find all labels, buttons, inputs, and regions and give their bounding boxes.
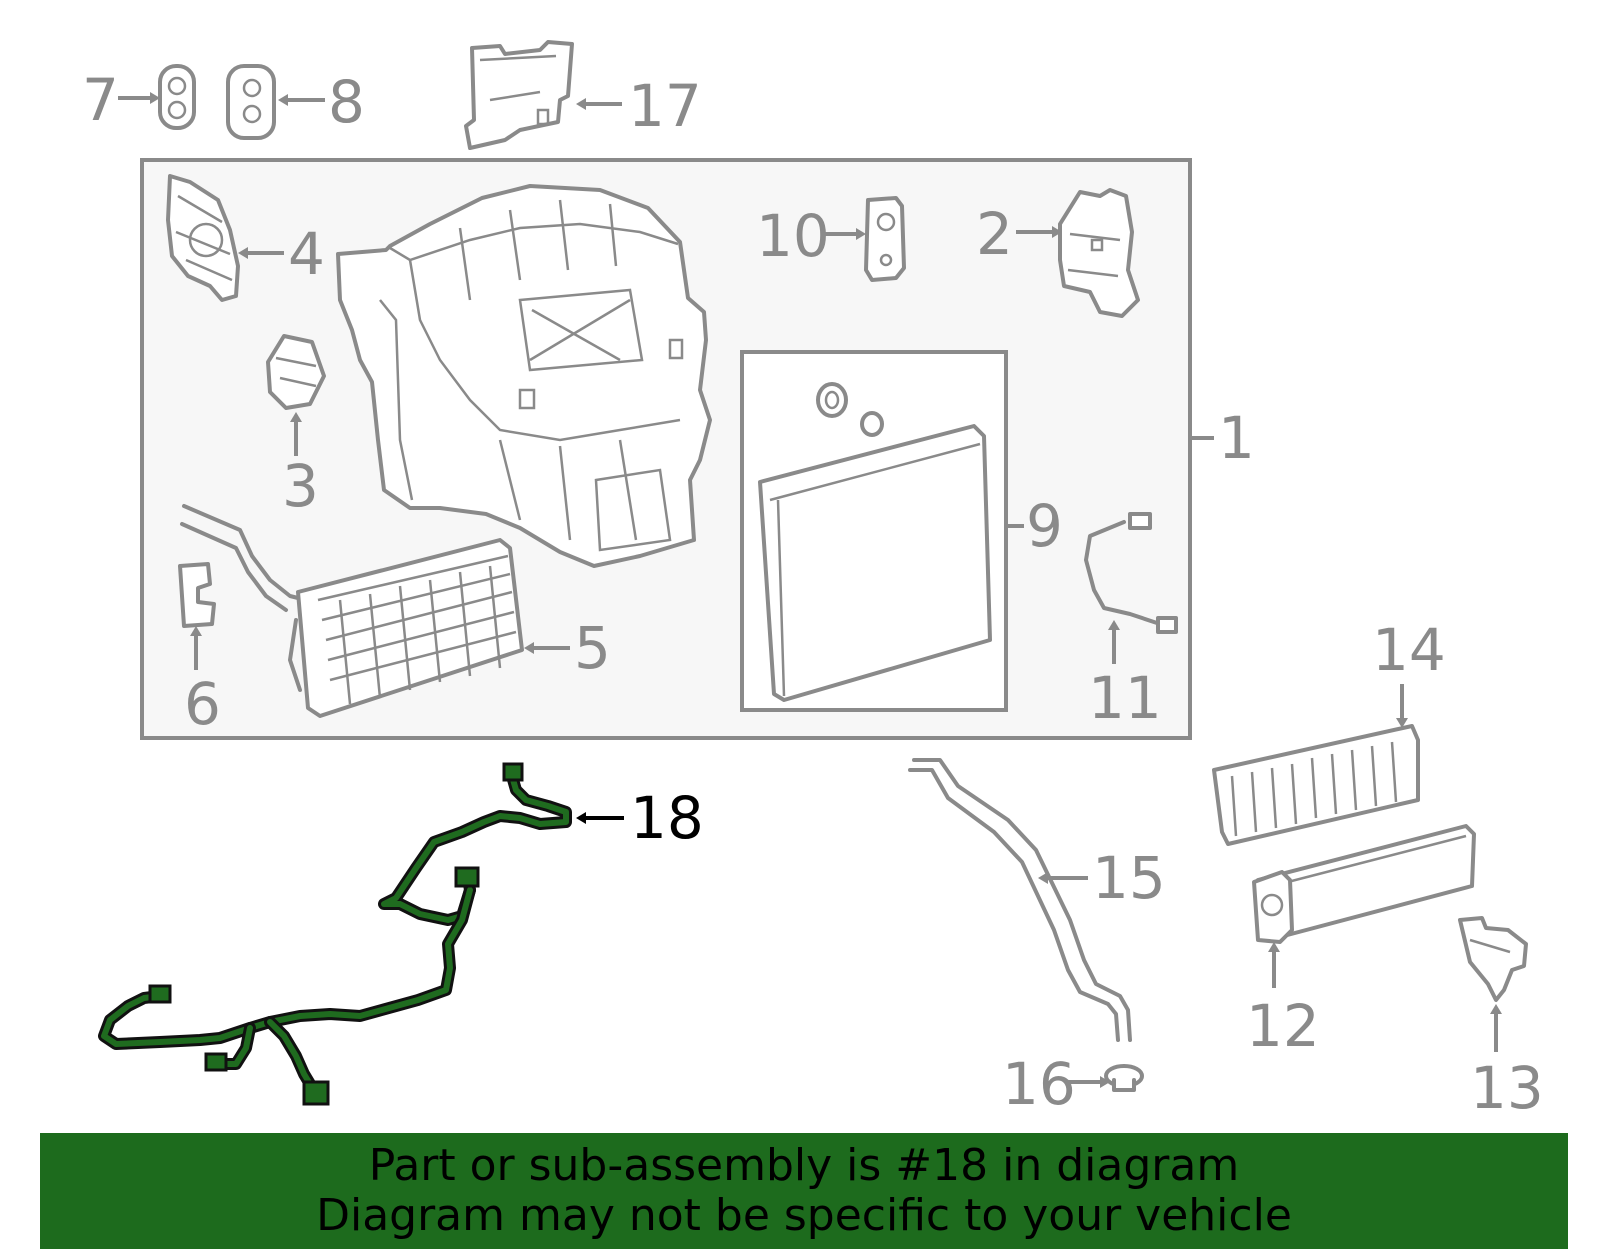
callout-6: 6 — [184, 670, 221, 738]
banner-line-2: Diagram may not be specific to your vehi… — [316, 1190, 1292, 1241]
callout-2: 2 — [976, 200, 1013, 268]
part-7-grommet[interactable] — [158, 64, 196, 130]
part-3-actuator[interactable] — [266, 334, 326, 410]
part-14-filter[interactable] — [1212, 724, 1420, 846]
info-banner: Part or sub-assembly is #18 in diagram D… — [40, 1133, 1568, 1249]
part-18-wire-harness[interactable] — [98, 762, 572, 1106]
callout-10: 10 — [756, 202, 830, 270]
part-13-bracket[interactable] — [1458, 916, 1528, 1002]
callout-1: 1 — [1218, 404, 1255, 472]
callout-13: 13 — [1470, 1054, 1544, 1122]
callout-14: 14 — [1372, 616, 1446, 684]
part-10-expansion-valve[interactable] — [864, 196, 906, 282]
callout-5: 5 — [574, 614, 611, 682]
callout-16: 16 — [1002, 1050, 1076, 1118]
callout-7: 7 — [82, 66, 119, 134]
part-2-actuator[interactable] — [1058, 188, 1140, 318]
part-5-heater-core[interactable] — [180, 504, 524, 718]
part-11-sensor[interactable] — [1084, 512, 1178, 634]
part-1-hvac-case[interactable] — [336, 184, 712, 568]
banner-line-1: Part or sub-assembly is #18 in diagram — [368, 1140, 1240, 1191]
callout-18: 18 — [630, 784, 704, 852]
callout-9: 9 — [1026, 492, 1063, 560]
part-8-gasket[interactable] — [226, 64, 276, 140]
leader-lines — [118, 92, 1502, 1088]
callout-12: 12 — [1246, 992, 1320, 1060]
part-12-rear-heater[interactable] — [1252, 824, 1476, 944]
callout-8: 8 — [328, 68, 365, 136]
part-15-drain-hose[interactable] — [908, 758, 1132, 1042]
part-17-bracket[interactable] — [464, 40, 574, 150]
callout-17: 17 — [628, 72, 702, 140]
callout-15: 15 — [1092, 844, 1166, 912]
part-6-clip[interactable] — [178, 562, 216, 628]
part-9-evaporator[interactable] — [758, 382, 992, 702]
part-16-clip[interactable] — [1104, 1064, 1144, 1092]
callout-11: 11 — [1088, 664, 1162, 732]
callout-4: 4 — [288, 220, 325, 288]
part-4-blower-motor[interactable] — [166, 174, 240, 302]
callout-3: 3 — [282, 452, 319, 520]
